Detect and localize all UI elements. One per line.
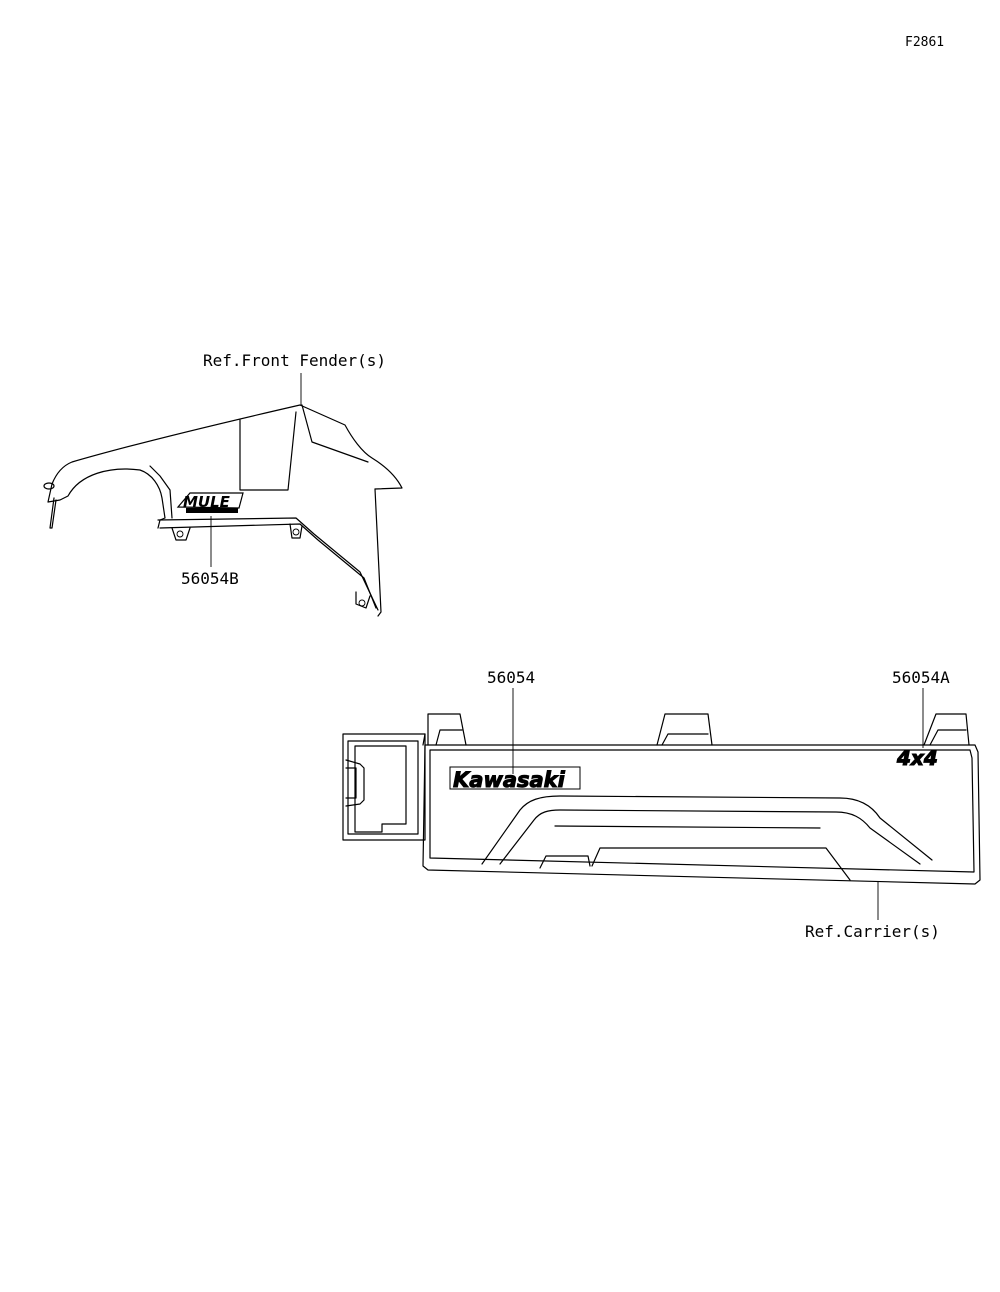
four-by-four-decal: 4x4: [895, 745, 938, 770]
four-by-four-decal-text: 4x4: [896, 746, 938, 770]
kawasaki-decal: Kawasaki: [449, 766, 581, 793]
mule-decal-text: MULE: [183, 493, 231, 511]
part-56054B-label: 56054B: [181, 569, 239, 588]
ref-carrier-label: Ref.Carrier(s): [805, 922, 940, 941]
front-fender-drawing: MULE: [43, 404, 403, 617]
mule-decal: MULE: [176, 492, 244, 513]
ref-front-fender-label: Ref.Front Fender(s): [203, 351, 386, 370]
figure-id: F2861: [905, 35, 944, 50]
carrier-drawing: Kawasaki 4x4: [342, 713, 981, 885]
kawasaki-decal-text: Kawasaki: [453, 768, 566, 792]
part-56054-label: 56054: [487, 668, 535, 687]
part-56054A-label: 56054A: [892, 668, 950, 687]
